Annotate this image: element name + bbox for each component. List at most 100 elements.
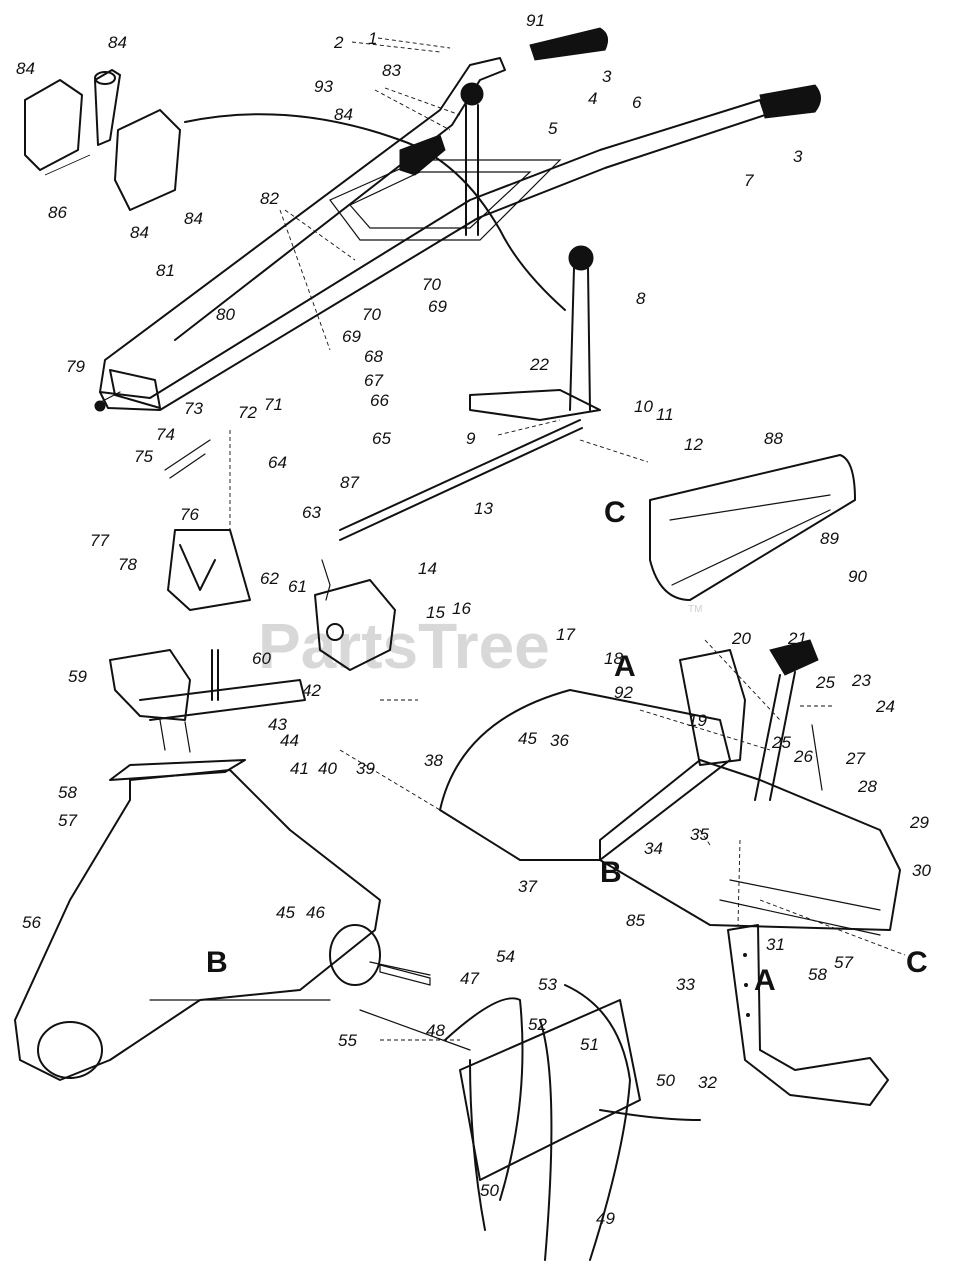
callout-47: 47 xyxy=(460,969,479,988)
callout-49: 49 xyxy=(596,1209,615,1228)
callout-41: 41 xyxy=(290,759,309,778)
callout-54: 54 xyxy=(496,947,515,966)
callout-66: 66 xyxy=(370,391,389,410)
callout-numbers: 1 2 3 3 4 5 6 7 8 9 10 11 12 13 14 15 16… xyxy=(16,11,931,1228)
callout-60: 60 xyxy=(252,649,271,668)
leader-lines xyxy=(229,37,906,1041)
callout-70: 70 xyxy=(362,305,381,324)
callout-38: 38 xyxy=(424,751,443,770)
callout-52: 52 xyxy=(528,1015,547,1034)
callout-55: 55 xyxy=(338,1031,357,1050)
callout-72: 72 xyxy=(238,403,257,422)
callout-67: 67 xyxy=(364,371,383,390)
callout-35: 35 xyxy=(690,825,709,844)
callout-22: 22 xyxy=(529,355,549,374)
callout-84: 84 xyxy=(130,223,149,242)
ref-letter-b-shield: B xyxy=(600,856,622,889)
callout-84: 84 xyxy=(16,59,35,78)
callout-58: 58 xyxy=(58,783,77,802)
callout-32: 32 xyxy=(698,1073,717,1092)
callout-80: 80 xyxy=(216,305,235,324)
control-detail-parts xyxy=(24,69,181,211)
callout-42: 42 xyxy=(302,681,321,700)
callout-30: 30 xyxy=(912,861,931,880)
callout-36: 36 xyxy=(550,731,569,750)
callout-91: 91 xyxy=(526,11,545,30)
depth-lever xyxy=(754,639,823,801)
callout-90: 90 xyxy=(848,567,867,586)
callout-74: 74 xyxy=(156,425,175,444)
shift-rod xyxy=(339,419,583,541)
callout-25: 25 xyxy=(815,673,835,692)
callout-45: 45 xyxy=(518,729,537,748)
callout-34: 34 xyxy=(644,839,663,858)
callout-63: 63 xyxy=(302,503,321,522)
callout-56: 56 xyxy=(22,913,41,932)
callout-86: 86 xyxy=(48,203,67,222)
ref-letter-b-housing: B xyxy=(206,946,228,979)
callout-59: 59 xyxy=(68,667,87,686)
callout-46: 46 xyxy=(306,903,325,922)
tine-axle xyxy=(379,964,431,986)
callout-37: 37 xyxy=(518,877,537,896)
callout-21: 21 xyxy=(787,629,807,648)
callout-53: 53 xyxy=(538,975,557,994)
handlebar-assembly xyxy=(94,27,821,412)
callout-84: 84 xyxy=(334,105,353,124)
callout-84: 84 xyxy=(108,33,127,52)
depth-pedal xyxy=(109,649,306,753)
transmission-housing xyxy=(14,759,431,1081)
watermark-trademark: TM xyxy=(688,604,702,615)
callout-33: 33 xyxy=(676,975,695,994)
callout-26: 26 xyxy=(793,747,813,766)
callout-20: 20 xyxy=(731,629,751,648)
callout-62: 62 xyxy=(260,569,279,588)
tine-assembly xyxy=(359,984,701,1261)
callout-77: 77 xyxy=(90,531,109,550)
callout-44: 44 xyxy=(280,731,299,750)
callout-19: 19 xyxy=(688,711,707,730)
callout-9: 9 xyxy=(466,429,476,448)
callout-81: 81 xyxy=(156,261,175,280)
callout-64: 64 xyxy=(268,453,287,472)
watermark: PartsTree TM xyxy=(258,604,702,682)
callout-13: 13 xyxy=(474,499,493,518)
shift-lever xyxy=(469,245,601,421)
callout-76: 76 xyxy=(180,505,199,524)
callout-70: 70 xyxy=(422,275,441,294)
callout-65: 65 xyxy=(372,429,391,448)
callout-69: 69 xyxy=(428,297,447,316)
callout-84: 84 xyxy=(184,209,203,228)
callout-79: 79 xyxy=(66,357,85,376)
watermark-text: PartsTree xyxy=(258,610,550,682)
callout-57: 57 xyxy=(834,953,853,972)
shift-bracket xyxy=(314,559,396,671)
callout-68: 68 xyxy=(364,347,383,366)
callout-5: 5 xyxy=(548,119,558,138)
callout-28: 28 xyxy=(857,777,877,796)
callout-27: 27 xyxy=(845,749,865,768)
callout-4: 4 xyxy=(588,89,597,108)
callout-24: 24 xyxy=(875,697,895,716)
callout-50: 50 xyxy=(656,1071,675,1090)
callout-10: 10 xyxy=(634,397,653,416)
callout-2: 2 xyxy=(333,33,344,52)
callout-93: 93 xyxy=(314,77,333,96)
callout-25: 25 xyxy=(771,733,791,752)
callout-61: 61 xyxy=(288,577,307,596)
upper-shift-lever xyxy=(399,82,484,236)
callout-88: 88 xyxy=(764,429,783,448)
mount-plate xyxy=(649,454,856,601)
callout-75: 75 xyxy=(134,447,153,466)
callout-45: 45 xyxy=(276,903,295,922)
callout-31: 31 xyxy=(766,935,785,954)
callout-51: 51 xyxy=(580,1035,599,1054)
callout-3: 3 xyxy=(602,67,612,86)
callout-83: 83 xyxy=(382,61,401,80)
callout-92: 92 xyxy=(614,683,633,702)
callout-18: 18 xyxy=(604,649,623,668)
callout-71: 71 xyxy=(264,395,283,414)
callout-58: 58 xyxy=(808,965,827,984)
